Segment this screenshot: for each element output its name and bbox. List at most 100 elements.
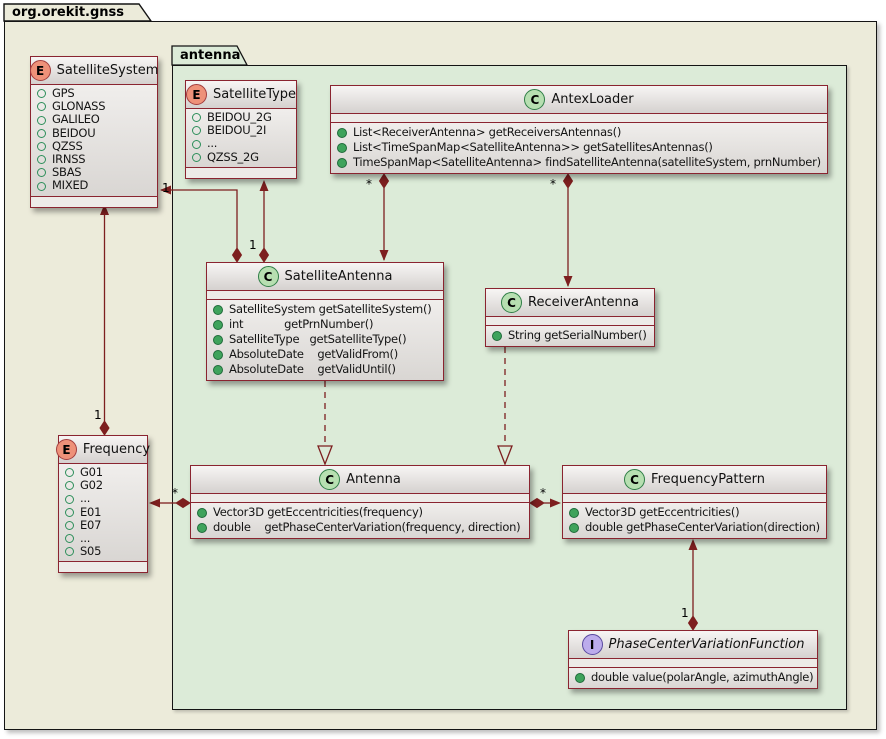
method-icon [337,157,347,168]
field-icon [37,181,46,191]
method: double value(polarAngle, azimuthAngle) [575,670,814,685]
enum-constant: QZSS_2G [192,150,290,164]
empty-methods-compartment [31,195,157,207]
class-icon: C [624,469,646,490]
class-name: Antenna [346,472,401,487]
multiplicity-label: * [366,177,372,191]
class-name: SatelliteSystem [56,63,159,78]
method: String getSerialNumber() [492,328,648,343]
method-icon [337,127,347,138]
field-icon [37,102,46,112]
class-box-phasecentervariationfunction: I PhaseCenterVariationFunction double va… [568,630,818,689]
method-icon [575,672,585,683]
field-icon [65,534,74,544]
empty-methods-compartment [186,166,296,178]
enum-constant: BEIDOU [37,126,151,140]
method-icon [213,364,223,375]
class-name: PhaseCenterVariationFunction [608,637,805,652]
enum-icon: E [185,84,207,105]
enum-constant: E01 [65,505,141,519]
multiplicity-label: 1 [162,181,170,195]
class-title: C AntexLoader [331,86,827,113]
class-box-receiverantenna: C ReceiverAntenna String getSerialNumber… [485,288,655,347]
enum-constant: SBAS [37,166,151,179]
method-icon [197,522,207,533]
field-icon [192,113,201,123]
class-title: C Antenna [191,466,529,493]
enum-constant: ... [65,531,141,545]
method-icon [197,507,207,518]
field-icon [37,168,46,178]
enum-constant: E07 [65,518,141,532]
class-title: E Frequency [55,436,151,463]
enum-icon: E [55,439,77,460]
method-icon [569,507,579,518]
method: double getPhaseCenterVariation(direction… [569,520,820,535]
empty-fields-compartment [191,493,529,502]
class-name: FrequencyPattern [651,472,765,487]
enum-constant: BEIDOU_2I [192,124,290,137]
method: AbsoluteDate getValidUntil() [213,362,437,377]
multiplicity-label: * [550,177,556,191]
interface-icon: I [581,634,603,655]
class-title: C FrequencyPattern [563,466,826,493]
method: List<TimeSpanMap<SatelliteAntenna>> getS… [337,140,821,155]
class-title: E SatelliteType [185,81,297,108]
field-icon [65,468,74,478]
field-icon [37,155,46,165]
method: int getPrnNumber() [213,317,437,332]
method: Vector3D getEccentricities() [569,505,820,520]
class-box-satellitesystem: E SatelliteSystem GPS GLONASS GALILEO BE… [29,56,159,208]
enum-constant: S05 [65,545,141,558]
enum-constant: GALILEO [37,113,151,126]
inner-package-name: antenna [180,48,241,63]
empty-fields-compartment [331,113,827,122]
method-icon [213,319,223,330]
enum-icon: E [29,60,51,81]
method: SatelliteSystem getSatelliteSystem() [213,302,437,317]
class-box-satellitetype: E SatelliteType BEIDOU_2G BEIDOU_2I ... … [185,80,297,179]
enum-constant: BEIDOU_2G [192,110,290,124]
method: Vector3D getEccentricities(frequency) [197,505,523,520]
class-box-antexloader: C AntexLoader List<ReceiverAntenna> getR… [330,85,828,174]
enum-constant: GPS [37,86,151,100]
method-icon [213,334,223,345]
outer-package-name: org.orekit.gnss [12,5,125,20]
method: AbsoluteDate getValidFrom() [213,347,437,362]
class-icon: C [501,292,523,313]
empty-fields-compartment [486,316,654,325]
class-name: SatelliteAntenna [284,269,393,284]
field-icon [192,139,201,149]
method: List<ReceiverAntenna> getReceiversAntenn… [337,125,821,140]
class-name: SatelliteType [212,87,297,102]
class-title: I PhaseCenterVariationFunction [569,631,817,658]
method-icon [213,349,223,360]
field-icon [192,126,201,136]
enum-constant: GLONASS [37,100,151,113]
field-icon [65,507,74,517]
method: SatelliteType getSatelliteType() [213,332,437,347]
class-box-antenna: C Antenna Vector3D getEccentricities(fre… [190,465,530,539]
class-title: C ReceiverAntenna [486,289,654,316]
class-name: AntexLoader [551,92,634,107]
class-icon: C [319,469,341,490]
empty-fields-compartment [569,658,817,667]
method-icon [492,330,502,341]
field-icon [192,152,201,162]
field-icon [37,128,46,138]
method: TimeSpanMap<SatelliteAntenna> findSatell… [337,155,821,170]
class-name: Frequency [82,442,151,457]
field-icon [65,520,74,530]
class-icon: C [524,89,546,110]
class-name: ReceiverAntenna [528,295,639,310]
enum-constant: G01 [65,465,141,479]
enum-constant: QZSS [37,139,151,153]
enum-constant: G02 [65,479,141,492]
field-icon [37,89,46,99]
enum-constant: MIXED [37,179,151,192]
class-box-frequencypattern: C FrequencyPattern Vector3D getEccentric… [562,465,827,539]
multiplicity-label: 1 [681,606,689,620]
method-icon [213,304,223,315]
method-icon [569,522,579,533]
